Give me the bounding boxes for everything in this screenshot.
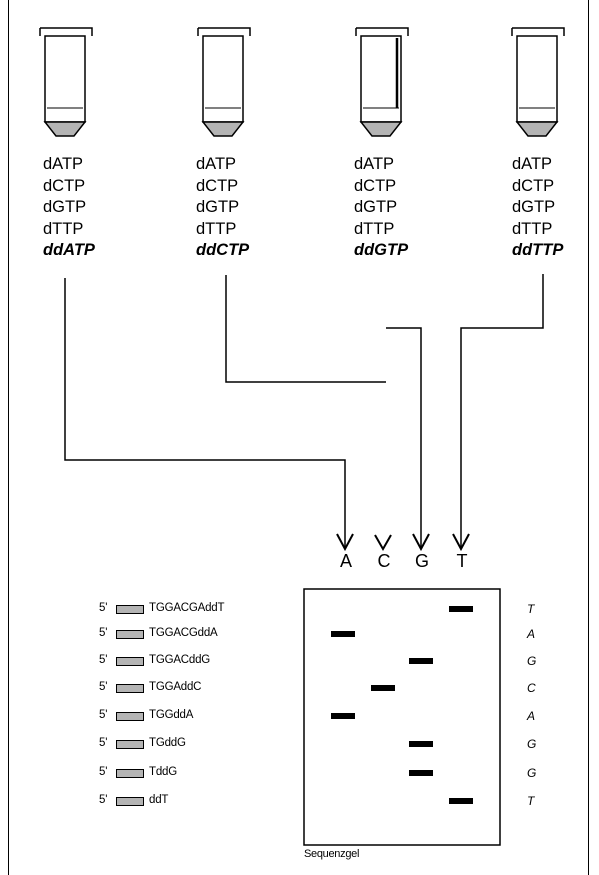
terminator-label: ddATP xyxy=(43,241,95,259)
five-prime-label: 5' xyxy=(99,654,108,666)
primer-box xyxy=(116,657,144,666)
connector-ddTTP-to-lane-T xyxy=(460,274,544,548)
lane-label-a: A xyxy=(339,551,352,571)
five-prime-label: 5' xyxy=(99,766,108,778)
frame-border-right xyxy=(588,0,589,875)
gel-band xyxy=(409,770,433,776)
primer-box xyxy=(116,740,144,749)
reagent-label: dATP xyxy=(43,155,84,173)
arrowhead-lane-T xyxy=(452,533,470,552)
tube-1-reagents: dATP dCTP dGTP dTTP ddATP xyxy=(43,154,95,262)
reagent-label: dATP xyxy=(196,155,237,173)
reagent-label: dCTP xyxy=(354,176,397,195)
reagent-label: dATP xyxy=(512,155,553,173)
read-base: G xyxy=(527,737,537,751)
gel-bands xyxy=(331,606,473,804)
reagent-label: dGTP xyxy=(512,198,556,216)
reagent-label: dTTP xyxy=(196,219,237,238)
reagent-label: dGTP xyxy=(43,198,87,216)
five-prime-label: 5' xyxy=(99,602,108,614)
five-prime-label: 5' xyxy=(99,627,108,639)
terminator-label: ddCTP xyxy=(196,241,250,259)
arrowhead-lane-G xyxy=(412,533,430,552)
fragment-sequence: TGGACGddA xyxy=(149,627,218,639)
primer-box xyxy=(116,684,144,693)
read-base: T xyxy=(527,794,535,808)
gel-band xyxy=(449,606,473,612)
reagent-label: dCTP xyxy=(512,176,555,195)
lane-label-c: C xyxy=(377,551,391,571)
reagent-label: dTTP xyxy=(512,219,553,238)
fragment-sequence: TGGAddC xyxy=(149,681,202,693)
reagent-label: dGTP xyxy=(354,198,398,216)
primer-box xyxy=(116,769,144,778)
primer-box xyxy=(116,712,144,721)
lane-label-t: T xyxy=(456,551,468,571)
five-prime-label: 5' xyxy=(99,709,108,721)
read-base: G xyxy=(527,654,537,668)
gel-band xyxy=(371,685,395,691)
five-prime-label: 5' xyxy=(99,794,108,806)
arrowhead-lane-A xyxy=(336,533,354,552)
reagent-label: dTTP xyxy=(354,219,395,238)
primer-box xyxy=(116,797,144,806)
read-base: G xyxy=(527,766,537,780)
reagent-label: dCTP xyxy=(196,176,239,195)
frame-border-left xyxy=(8,0,9,875)
fragment-sequence: TGGACGAddT xyxy=(149,602,225,614)
tube-3-reagents: dATP dCTP dGTP dTTP ddGTP xyxy=(354,154,408,262)
fragment-sequence: TGGddA xyxy=(149,709,194,721)
gel-band xyxy=(409,741,433,747)
five-prime-label: 5' xyxy=(99,681,108,693)
fragment-sequence: ddT xyxy=(149,794,169,806)
connector-to-lane-G xyxy=(386,327,422,548)
gel-band xyxy=(409,658,433,664)
reaction-tube-1 xyxy=(39,27,93,137)
tube-4-reagents: dATP dCTP dGTP dTTP ddTTP xyxy=(512,154,563,262)
terminator-label: ddTTP xyxy=(512,241,564,259)
fragment-sequence: TddG xyxy=(149,766,177,778)
reaction-tube-2 xyxy=(197,27,251,137)
gel-band xyxy=(331,713,355,719)
gel-band xyxy=(331,631,355,637)
reagent-label: dTTP xyxy=(43,219,84,238)
tube-2-reagents: dATP dCTP dGTP dTTP ddCTP xyxy=(196,154,249,262)
five-prime-label: 5' xyxy=(99,737,108,749)
reagent-label: dCTP xyxy=(43,176,86,195)
connector-ddCTP xyxy=(225,275,386,383)
fragment-sequence: TGddG xyxy=(149,737,186,749)
read-base: T xyxy=(527,602,535,616)
gel-band xyxy=(449,798,473,804)
lane-label-g: G xyxy=(414,551,429,571)
terminator-label: ddGTP xyxy=(354,241,409,259)
read-base: C xyxy=(527,681,536,695)
read-base: A xyxy=(527,627,536,641)
primer-box xyxy=(116,630,144,639)
reaction-tube-3 xyxy=(355,27,409,137)
gel-caption: Sequenzgel xyxy=(304,848,360,860)
reaction-tube-4 xyxy=(511,27,565,137)
reagent-label: dATP xyxy=(354,155,395,173)
reagent-label: dGTP xyxy=(196,198,240,216)
arrowhead-lane-C xyxy=(374,534,392,552)
fragment-sequence: TGGACddG xyxy=(149,654,211,666)
primer-box xyxy=(116,605,144,614)
read-base: A xyxy=(527,709,536,723)
connector-ddATP-to-lane-A xyxy=(64,278,346,548)
